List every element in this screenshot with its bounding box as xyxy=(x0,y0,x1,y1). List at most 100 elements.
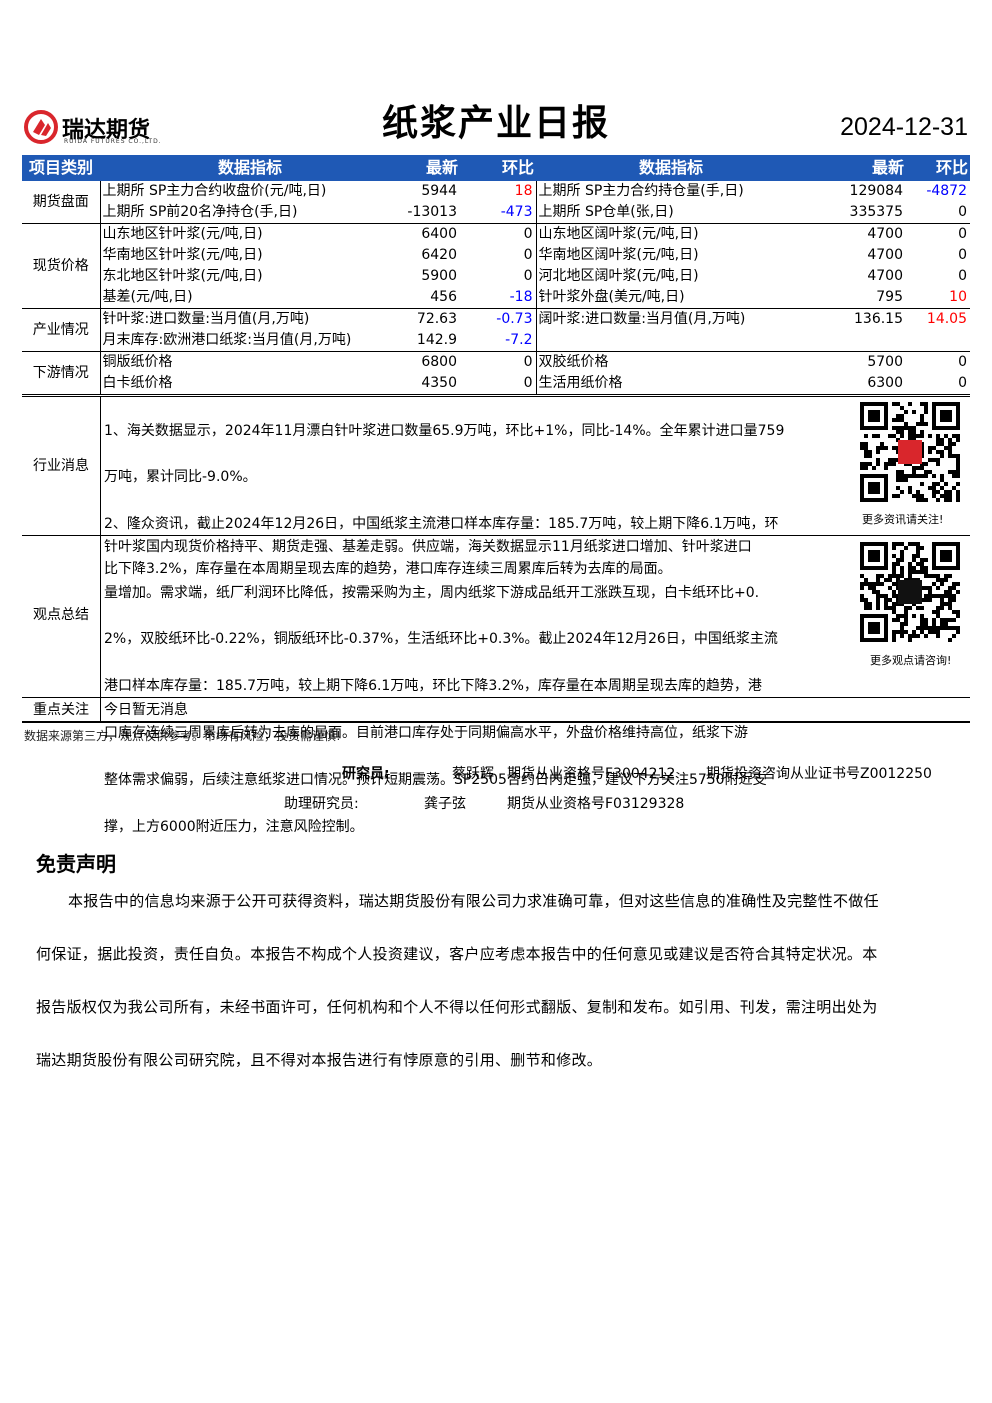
opinion-line: 针叶浆国内现货价格持平、期货走强、基差走弱。供应端，海关数据显示11月纸浆进口增… xyxy=(104,539,752,555)
latest-value: 5944 xyxy=(421,183,457,199)
change-value: -18 xyxy=(460,287,537,309)
category-label: 产业情况 xyxy=(22,308,101,352)
change-value: 0 xyxy=(958,354,967,370)
opinion-overflow-line: 撑，上方6000附近压力，注意风险控制。 xyxy=(104,819,364,835)
assistant-researcher-name: 龚子弦 xyxy=(424,796,466,812)
logo-text-en: RUIDA FUTURES CO.,LTD. xyxy=(64,138,162,145)
disclaimer-line: 何保证，据此投资，责任自负。本报告不构成个人投资建议，客户应考虑本报告中的任何意… xyxy=(36,945,878,963)
latest-value: 72.63 xyxy=(416,311,457,327)
disclaimer-line: 本报告中的信息均来源于公开可获得资料，瑞达期货股份有限公司力求准确可靠，但对这些… xyxy=(68,892,879,910)
qr-caption: 更多观点请咨询! xyxy=(870,654,952,667)
change-value: 0 xyxy=(958,268,967,284)
wechat-qr-code-icon xyxy=(860,542,960,642)
indicator-name: 华南地区阔叶浆(元/吨,日) xyxy=(538,247,699,263)
news-line: 万吨，累计同比-9.0%。 xyxy=(104,469,257,485)
assistant-researcher-title: 助理研究员: xyxy=(284,796,359,812)
indicator-name: 阔叶浆:进口数量:当月值(月,万吨) xyxy=(538,311,746,327)
latest-value: 4700 xyxy=(867,226,903,242)
change-value: -7.2 xyxy=(460,330,537,352)
change-value: -4872 xyxy=(926,183,967,199)
disclaimer-line: 瑞达期货股份有限公司研究院，且不得对本报告进行有悖原意的引用、删节和修改。 xyxy=(36,1051,603,1069)
indicator-name: 上期所 SP主力合约收盘价(元/吨,日) xyxy=(102,183,327,199)
indicator-name: 山东地区阔叶浆(元/吨,日) xyxy=(538,226,699,242)
header-change-left: 环比 xyxy=(460,155,536,181)
change-value: 14.05 xyxy=(926,311,967,327)
opinion-line: 2%，双胶纸环比-0.22%，铜版纸环比-0.37%，生活纸环比+0.3%。截止… xyxy=(104,631,778,647)
category-label: 现货价格 xyxy=(22,223,101,309)
news-line: 2、隆众资讯，截止2024年12月26日，中国纸浆主流港口样本库存量：185.7… xyxy=(104,516,779,532)
change-value: 0 xyxy=(958,247,967,263)
latest-value: -13013 xyxy=(400,202,460,224)
indicator-name: 双胶纸价格 xyxy=(538,354,609,370)
logo-text-cn: 瑞达期货 xyxy=(62,118,151,143)
indicator-name: 月末库存:欧洲港口纸浆:当月值(月,万吨) xyxy=(100,330,400,352)
section-label: 重点关注 xyxy=(33,702,89,718)
change-value: 0 xyxy=(460,245,537,266)
header-latest-left: 最新 xyxy=(400,155,460,181)
opinion-overflow-line: 整体需求偏弱，后续注意纸浆进口情况。预计短期震荡。SP2505合约日内走强，建议… xyxy=(104,772,767,788)
category-label: 期货盘面 xyxy=(22,181,101,224)
indicator-name xyxy=(536,330,806,352)
indicator-name: 河北地区阔叶浆(元/吨,日) xyxy=(538,268,699,284)
latest-value: 795 xyxy=(806,287,906,309)
latest-value: 335375 xyxy=(806,202,906,224)
indicator-name: 基差(元/吨,日) xyxy=(100,287,400,309)
opinion-overflow-line: 口库存连续三周累库后转为去库的局面。目前港口库存处于同期偏高水平，外盘价格维持高… xyxy=(104,725,748,741)
opinion-line: 量增加。需求端，纸厂利润环比降低，按需采购为主，周内纸浆下游成品纸开工涨跌互现，… xyxy=(104,585,760,601)
focus-section: 重点关注 今日暂无消息 xyxy=(22,697,970,723)
indicator-name: 上期所 SP主力合约持仓量(手,日) xyxy=(538,183,744,199)
change-value: 0 xyxy=(906,373,970,395)
change-value xyxy=(906,330,970,352)
indicator-name: 上期所 SP仓单(张,日) xyxy=(536,202,806,224)
source-note: 数据来源第三方，观点仅供参考。市场有风险，投资需谨慎! xyxy=(24,729,341,743)
header-indicator-left: 数据指标 xyxy=(100,155,400,181)
latest-value: 6800 xyxy=(421,354,457,370)
change-value: -473 xyxy=(460,202,537,224)
latest-value: 6300 xyxy=(806,373,906,395)
latest-value: 4700 xyxy=(867,268,903,284)
change-value: 0 xyxy=(460,351,537,373)
category-label: 下游情况 xyxy=(22,351,101,395)
indicator-name: 上期所 SP前20名净持仓(手,日) xyxy=(100,202,400,224)
focus-text: 今日暂无消息 xyxy=(104,702,188,718)
latest-value xyxy=(806,330,906,352)
researcher-qualification: 期货从业资格号F3004212 xyxy=(507,766,676,782)
table-row: 月末库存:欧洲港口纸浆:当月值(月,万吨)142.9-7.2 xyxy=(22,330,970,352)
researcher-title: 研究员: xyxy=(342,766,390,782)
qr-caption: 更多资讯请关注! xyxy=(862,513,944,526)
indicator-name: 山东地区针叶浆(元/吨,日) xyxy=(102,226,263,242)
latest-value: 4700 xyxy=(867,247,903,263)
latest-value: 4350 xyxy=(400,373,460,395)
researcher-certificate: 期货投资咨询从业证书号Z0012250 xyxy=(706,766,932,782)
header-category: 项目类别 xyxy=(22,155,100,181)
opinion-line: 港口样本库存量：185.7万吨，较上期下降6.1万吨，环比下降3.2%，库存量在… xyxy=(104,678,762,694)
change-value: 0 xyxy=(958,226,967,242)
latest-value: 142.9 xyxy=(400,330,460,352)
header-indicator-right: 数据指标 xyxy=(536,155,806,181)
indicator-name: 生活用纸价格 xyxy=(536,373,806,395)
indicator-name: 白卡纸价格 xyxy=(100,373,400,395)
researcher-name: 蔡跃辉 xyxy=(452,766,494,782)
latest-value: 136.15 xyxy=(854,311,903,327)
report-date: 2024-12-31 xyxy=(840,113,968,141)
indicator-name: 针叶浆:进口数量:当月值(月,万吨) xyxy=(102,311,310,327)
qr-code-icon xyxy=(860,402,960,502)
change-value: 10 xyxy=(906,287,970,309)
disclaimer-title: 免责声明 xyxy=(36,852,116,876)
header-change-right: 环比 xyxy=(906,155,970,181)
page-title: 纸浆产业日报 xyxy=(381,103,610,144)
indicator-name: 铜版纸价格 xyxy=(102,354,173,370)
company-logo: 瑞达期货 RUIDA FUTURES CO.,LTD. xyxy=(24,110,174,146)
table-header-row: 项目类别 数据指标 最新 环比 数据指标 最新 环比 xyxy=(22,155,970,181)
change-value: 0 xyxy=(460,223,537,245)
latest-value: 5900 xyxy=(421,268,457,284)
industry-news-section: 行业消息 1、海关数据显示，2024年11月漂白针叶浆进口数量65.9万吨，环比… xyxy=(22,396,970,536)
news-line: 1、海关数据显示，2024年11月漂白针叶浆进口数量65.9万吨，环比+1%，同… xyxy=(104,423,785,439)
indicator-name: 华南地区针叶浆(元/吨,日) xyxy=(102,247,263,263)
